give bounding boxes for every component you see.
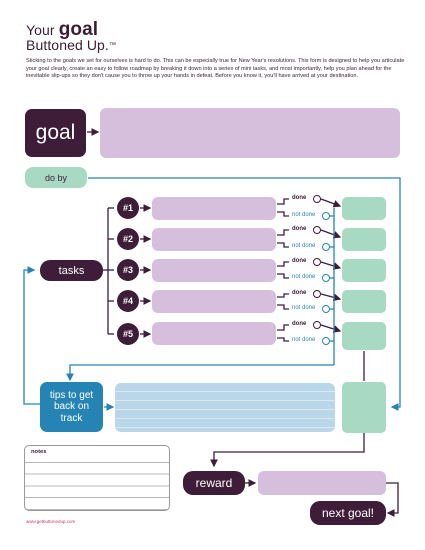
task-2-completion-box[interactable] <box>342 228 386 251</box>
task-1-done-label: done <box>291 195 308 201</box>
title-line2: Buttoned Up. <box>26 37 109 53</box>
tasks-label: tasks <box>40 260 103 281</box>
task-1-not-done-label: not done <box>291 212 317 218</box>
next-goal-label: next goal! <box>310 501 386 525</box>
task-4-not-done-label: not done <box>291 305 317 311</box>
title-prefix: Your <box>26 22 55 38</box>
task-2-done-checkbox[interactable] <box>313 226 321 234</box>
intro-text: Sticking to the goals we set for ourselv… <box>26 58 405 80</box>
task-5-done-checkbox[interactable] <box>313 321 321 329</box>
task-4-done-label: done <box>291 290 308 296</box>
task-5-number: #5 <box>117 323 139 345</box>
task-4-done-checkbox[interactable] <box>313 290 321 298</box>
task-1-not-done-checkbox[interactable] <box>322 212 330 220</box>
task-3-not-done-label: not done <box>291 274 317 280</box>
task-1-completion-box[interactable] <box>342 197 386 220</box>
task-4-completion-box[interactable] <box>342 290 386 313</box>
task-4-number: #4 <box>117 290 139 312</box>
task-2-not-done-checkbox[interactable] <box>322 243 330 251</box>
task-2-number: #2 <box>117 228 139 250</box>
task-2-done-label: done <box>291 226 308 232</box>
footer-url[interactable]: www.getbuttonedup.com <box>26 519 76 524</box>
task-5-field[interactable] <box>152 322 276 345</box>
task-2-field[interactable] <box>152 228 276 251</box>
task-3-not-done-checkbox[interactable] <box>322 274 330 282</box>
trademark: ™ <box>108 42 117 49</box>
tips-field[interactable] <box>115 383 335 432</box>
all-done-box[interactable] <box>342 382 386 433</box>
task-1-field[interactable] <box>152 197 276 220</box>
task-4-not-done-checkbox[interactable] <box>322 305 330 313</box>
task-5-not-done-checkbox[interactable] <box>322 337 330 345</box>
task-3-number: #3 <box>117 259 139 281</box>
reward-label: reward <box>183 471 245 495</box>
do-by-label: do by <box>25 167 87 188</box>
goal-field[interactable] <box>100 108 400 158</box>
task-5-completion-box[interactable] <box>342 322 386 350</box>
notes-label: notes <box>31 449 47 455</box>
task-2-not-done-label: not done <box>291 243 317 249</box>
task-1-done-checkbox[interactable] <box>313 195 321 203</box>
reward-field[interactable] <box>258 471 386 495</box>
task-4-field[interactable] <box>152 290 276 313</box>
task-1-number: #1 <box>117 197 139 219</box>
notes-box[interactable] <box>24 445 170 511</box>
task-5-not-done-label: not done <box>291 337 317 343</box>
task-5-done-label: done <box>291 321 308 327</box>
task-3-completion-box[interactable] <box>342 259 386 282</box>
tips-label: tips to get back on track <box>40 382 103 432</box>
page-title: Your goal Buttoned Up.™ <box>26 19 117 53</box>
title-goal: goal <box>58 19 99 40</box>
task-3-field[interactable] <box>152 259 276 282</box>
task-3-done-label: done <box>291 258 308 264</box>
goal-label: goal <box>25 109 86 157</box>
task-3-done-checkbox[interactable] <box>313 258 321 266</box>
